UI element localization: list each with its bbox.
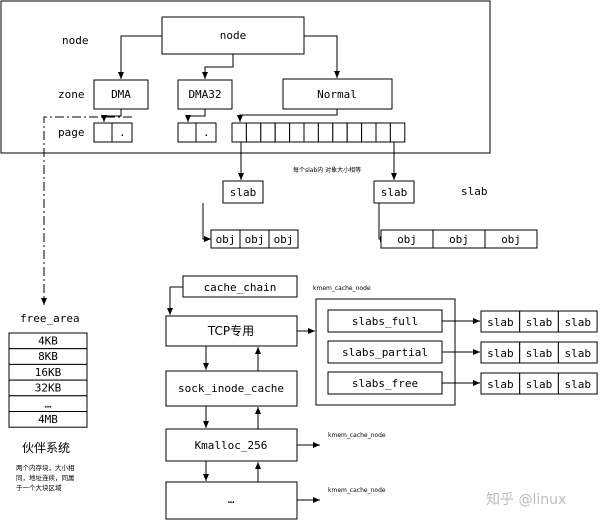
buddy-system-title: 伙伴系统 (22, 441, 70, 455)
kmalloc-256-box (165, 428, 298, 462)
obj-cell-label: obj (449, 233, 469, 246)
dma32-page-cell (195, 122, 217, 143)
kmalloc-256-label: Kmalloc_256 (195, 439, 268, 452)
normal-page-cell (346, 122, 363, 143)
node-row-label: node (62, 34, 89, 47)
dma-to-page-arrow (101, 109, 122, 122)
dma32-page-dot: . (203, 126, 210, 139)
normal-to-page-arrow (237, 109, 338, 122)
free-area-size: 8KB (38, 350, 58, 363)
dma-page-cell (93, 122, 113, 143)
normal-page-cell (361, 122, 377, 143)
slabs-free-cell-label: slab (487, 378, 514, 391)
slab-left-to-obj-arrow (202, 203, 211, 242)
normal-page-cell (317, 122, 334, 143)
normal-page-cell (332, 122, 348, 143)
normal-box (282, 78, 393, 110)
dma32-to-page-arrow (185, 109, 206, 122)
slabs-free-cell-label: slab (526, 378, 553, 391)
obj-cell-label: obj (397, 233, 417, 246)
slab-left-label: slab (230, 186, 257, 199)
node-to-dma-arrow (118, 35, 162, 79)
dma-to-free-area-dashed (41, 116, 132, 305)
dma-page-cell (111, 122, 133, 143)
node-to-dma32-arrow (202, 54, 234, 79)
kmem-cache-node-label-3: kmem_cache_node (328, 487, 386, 494)
slabs-full-cell-label: slab (526, 316, 553, 329)
dma32-box-label: DMA32 (188, 88, 221, 101)
tcp-cache-label: TCP专用 (207, 323, 254, 338)
free-area-size: 4MB (38, 413, 58, 426)
obj-cell (268, 229, 299, 249)
dma32-page-cell (177, 122, 197, 143)
slabs-partial-cell (557, 341, 598, 364)
normal-page-cell (389, 122, 406, 143)
normal-page-cell (245, 122, 262, 143)
slabs-free-cell-label: slab (565, 378, 592, 391)
slab-left-box (222, 180, 264, 204)
obj-cell (484, 229, 538, 249)
normal-page-cell (231, 122, 247, 143)
slab-note: 每个slab内 对象大小相等 (293, 166, 361, 174)
zone-row-label: zone (58, 88, 85, 101)
ellipsis-cache-label: … (228, 493, 235, 506)
sock-inode-cache-label: sock_inode_cache (178, 382, 284, 395)
slabs-free-label: slabs_free (352, 377, 418, 390)
slabs-partial-cell-label: slab (526, 347, 553, 360)
normal-page-cell (375, 122, 391, 143)
kmem-cache-node-label-2: kmem_cache_node (328, 432, 386, 439)
dma-page-dot: . (119, 126, 126, 139)
ellipsis-cache-box (165, 481, 298, 520)
slabs-partial-label: slabs_partial (342, 346, 428, 359)
tcp-cache-box (165, 315, 298, 347)
slab-mid-box (373, 180, 415, 204)
normal-box-label: Normal (317, 88, 357, 101)
slabs-full-cell-label: slab (487, 316, 514, 329)
dma-box-label: DMA (111, 88, 131, 101)
dma32-box (177, 79, 233, 110)
node-box-label: node (220, 29, 247, 42)
slab-right-label: slab (461, 185, 488, 198)
slab-list-rows: slab slab slab slab slab slab slab slab slab (480, 310, 598, 395)
slab-mid-label: slab (381, 186, 408, 199)
buddy-note-line-3: 于一个大块区域 (16, 483, 62, 492)
normal-page-array (231, 122, 406, 143)
slabs-full-cell-label: slab (565, 316, 592, 329)
free-area-size: 32KB (35, 382, 62, 395)
node-to-normal-arrow (304, 35, 340, 78)
obj-cell-label: obj (245, 233, 265, 246)
free-area-size: … (45, 397, 52, 410)
obj-cell-label: obj (216, 233, 236, 246)
node-zone-frame (0, 0, 491, 154)
free-area-label: free_area (20, 312, 80, 325)
buddy-note-line-1: 两个内存块，大小相 (16, 463, 75, 472)
kmem-cache-node-label-1: kmem_cache_node (313, 285, 371, 292)
slabs-free-cell (557, 372, 598, 395)
slabs-partial-cell-label: slab (565, 347, 592, 360)
slabs-full-label: slabs_full (352, 315, 418, 328)
sock-inode-cache-box (165, 370, 298, 407)
obj-group-right: obj obj obj (380, 229, 538, 249)
free-area-size: 16KB (35, 366, 62, 379)
watermark: 知乎 @linux (486, 491, 566, 508)
obj-cell-label: obj (274, 233, 294, 246)
slabs-partial-cell-label: slab (487, 347, 514, 360)
free-area-cell (8, 411, 88, 428)
obj-cell-label: obj (501, 233, 521, 246)
normal-page-cell (274, 122, 291, 143)
normal-page-cell (303, 122, 319, 143)
free-area-size: 4KB (38, 335, 58, 348)
cache-chain-label: cache_chain (204, 281, 277, 294)
normal-page-cell (260, 122, 276, 143)
normal-page-cell (289, 122, 305, 143)
free-area-list: 4KB 8KB 16KB 32KB … 4MB (8, 332, 88, 428)
slabs-full-cell (557, 310, 598, 333)
page-row-label: page (58, 126, 85, 139)
buddy-note-line-2: 同，地址连续，同属 (16, 473, 75, 482)
